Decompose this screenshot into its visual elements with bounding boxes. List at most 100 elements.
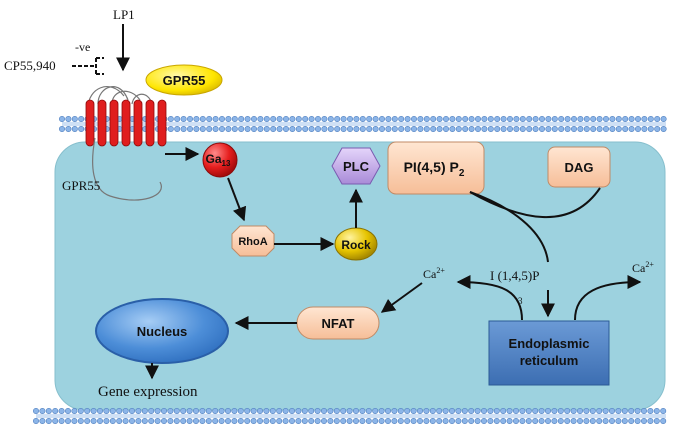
lipid-head [231, 407, 238, 414]
lipid-head [180, 116, 187, 123]
lipid-head [417, 126, 424, 133]
ga13-label: Ga13 [206, 152, 231, 168]
lipid-head [442, 417, 449, 424]
lipid-head [45, 417, 52, 424]
lipid-head [372, 417, 379, 424]
lipid-head [212, 116, 219, 123]
lipid-head [590, 116, 597, 123]
lipid-head [493, 407, 500, 414]
lipid-head [500, 417, 507, 424]
lipid-head [480, 407, 487, 414]
lipid-head [448, 417, 455, 424]
lipid-head [519, 116, 526, 123]
lipid-head [52, 407, 59, 414]
lipid-head [109, 407, 116, 414]
rhoa-label: RhoA [238, 236, 267, 248]
lipid-head [570, 126, 577, 133]
lipid-head [84, 407, 91, 414]
lipid-head [289, 116, 296, 123]
nucleus-node [95, 298, 229, 364]
lipid-head [340, 407, 347, 414]
lipid-head [314, 126, 321, 133]
lipid-head [538, 126, 545, 133]
lipid-head [397, 407, 404, 414]
lipid-head [167, 116, 174, 123]
lipid-head [429, 417, 436, 424]
lipid-head [436, 126, 443, 133]
lipid-head [397, 417, 404, 424]
receptor-helix [97, 99, 107, 147]
lipid-head [519, 407, 526, 414]
gpr55-badge [145, 64, 223, 96]
gpr55-receptor-helices [85, 99, 167, 147]
lipid-head [333, 417, 340, 424]
receptor-intracellular-tail [92, 137, 162, 201]
lipid-head [352, 417, 359, 424]
lipid-head [212, 407, 219, 414]
lipid-head [385, 116, 392, 123]
lipid-head [576, 417, 583, 424]
lipid-head [384, 417, 391, 424]
plc-label: PLC [343, 159, 370, 174]
lipid-head [39, 407, 46, 414]
lipid-head [161, 417, 168, 424]
lipid-head [58, 407, 65, 414]
lipid-head [500, 126, 507, 133]
lipid-head [577, 126, 584, 133]
ip3-label: I (1,4,5)P [490, 268, 539, 283]
nucleus-label: Nucleus [137, 324, 188, 339]
pip2-to-ip3-curve [469, 191, 549, 263]
lipid-head [174, 116, 181, 123]
lipid-head [615, 407, 622, 414]
lipid-head [314, 417, 321, 424]
lipid-head [58, 417, 65, 424]
lipid-head [301, 407, 308, 414]
lipid-head [513, 126, 520, 133]
lipid-head [640, 417, 647, 424]
lipid-head [385, 126, 392, 133]
lipid-head [314, 407, 321, 414]
lipid-head [231, 417, 238, 424]
lipid-head [404, 407, 411, 414]
er-label-line1: Endoplasmic [509, 336, 590, 351]
lipid-head [583, 407, 590, 414]
lipid-head [359, 116, 366, 123]
lipid-head [251, 116, 258, 123]
lipid-head [167, 417, 174, 424]
lipid-head [154, 407, 161, 414]
lipid-head [193, 116, 200, 123]
lipid-head [653, 417, 660, 424]
lipid-head [589, 407, 596, 414]
lipid-head [487, 126, 494, 133]
lipid-head [65, 116, 72, 123]
lipid-head [660, 417, 667, 424]
lipid-head [602, 417, 609, 424]
receptor-helix [109, 99, 119, 147]
lipid-head [206, 126, 213, 133]
lipid-head [404, 116, 411, 123]
lipid-head [378, 116, 385, 123]
lipid-head [161, 407, 168, 414]
lipid-head [320, 417, 327, 424]
lipid-head [449, 126, 456, 133]
lipid-head [269, 417, 276, 424]
lipid-head [468, 407, 475, 414]
lipid-head [77, 407, 84, 414]
lipid-head [359, 407, 366, 414]
lipid-head [103, 407, 110, 414]
lipid-head [622, 126, 629, 133]
lipid-head [640, 407, 647, 414]
receptor-helix [121, 99, 131, 147]
lipid-head [544, 407, 551, 414]
lipid-head [468, 116, 475, 123]
lipid-head [448, 407, 455, 414]
lipid-head [526, 116, 533, 123]
lipid-head [647, 407, 654, 414]
lipid-head [71, 417, 78, 424]
lipid-head [468, 417, 475, 424]
lipid-head [654, 116, 661, 123]
lipid-head [321, 126, 328, 133]
lipid-head [186, 407, 193, 414]
lipid-head [58, 116, 65, 123]
